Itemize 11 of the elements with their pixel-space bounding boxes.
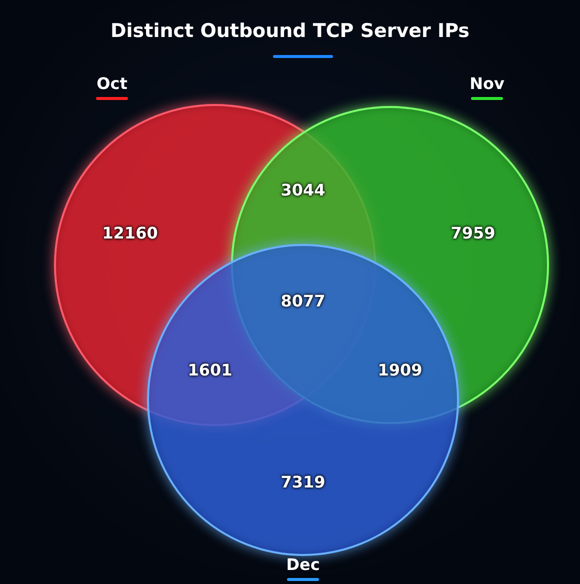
region-count: 12160 [102,224,158,242]
region-count: 1601 [188,360,232,380]
set-label: Oct [96,74,128,93]
region-count: 7319 [280,472,326,492]
region-count: 7959 [450,224,496,242]
set-label: Nov [468,74,506,93]
region-count: 3044 [280,180,326,200]
region-count: 8077 [280,292,326,310]
set-label: Dec [285,555,321,574]
region-count: 1909 [378,360,422,380]
chart-title: Distinct Outbound TCP Server IPs [110,20,470,42]
